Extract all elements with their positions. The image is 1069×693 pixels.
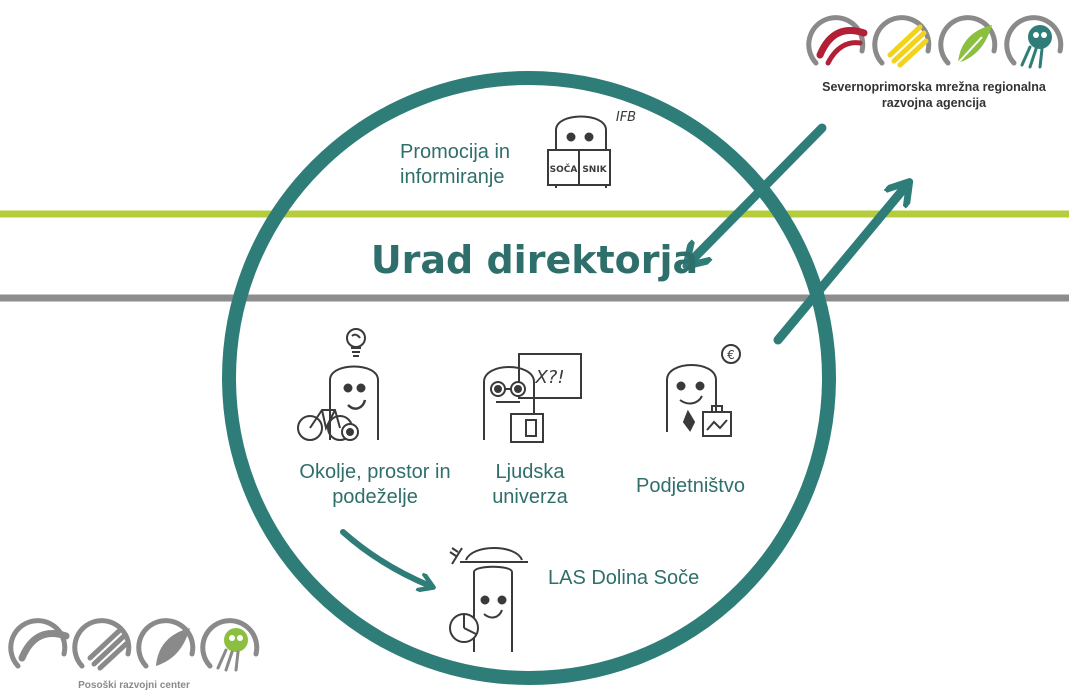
lightbulb-icon [346, 328, 366, 357]
unit-university-line2: univerza [492, 486, 568, 508]
mascot-reader-icon: SOČA SNIK IFB [547, 110, 636, 188]
top-organization-name: Severnoprimorska mrežna regionalna razvo… [800, 79, 1068, 112]
wheat-stalk [449, 547, 463, 565]
top-org-name-line1: Severnoprimorska mrežna regionalna [822, 80, 1046, 94]
yellow-stripes-icon [872, 15, 932, 68]
arrow-to-director [690, 123, 827, 262]
unit-promotion-line2: informiranje [400, 166, 505, 188]
bike-wheel-left [297, 415, 323, 441]
mascot-teacher-icon: X?! [483, 353, 582, 443]
unit-las-line1: LAS Dolina Soče [548, 567, 700, 589]
unit-environment-label: Okolje, prostor in podeželje [280, 460, 470, 510]
mascot-environment-icon [297, 328, 379, 441]
mascot-entrepreneur-icon: € [666, 344, 741, 437]
unit-environment-line2: podeželje [332, 486, 418, 508]
unit-promotion-line1: Promocija in [400, 141, 511, 163]
mascot-farmer-icon [449, 547, 528, 652]
unit-entrepreneurship-label: Podjetništvo [636, 474, 745, 499]
unit-las-label: LAS Dolina Soče [548, 566, 699, 591]
arrow-to-las [340, 529, 430, 586]
gray-stripes-icon [72, 618, 132, 671]
director-office-title: Urad direktorja [370, 238, 699, 282]
arrow-to-agency [773, 186, 906, 345]
unit-promotion-label: Promocija in informiranje [400, 140, 510, 190]
chalk-board [518, 353, 582, 399]
organization-circle [222, 71, 836, 685]
board-label: X?! [534, 367, 564, 388]
ifb-label: IFB [616, 110, 636, 125]
bottom-logo-group [8, 618, 260, 672]
unit-university-line1: Ljudska [495, 461, 565, 483]
gray-swoosh-icon [8, 618, 70, 669]
green-leaf-icon [938, 15, 998, 66]
red-swoosh-icon [806, 15, 868, 66]
unit-entrepreneurship-line1: Podjetništvo [636, 475, 745, 497]
euro-coin [721, 344, 741, 364]
bottom-organization-name: Posoški razvojni center [78, 680, 190, 691]
teal-octopus-icon [1004, 15, 1064, 69]
top-org-name-line2: razvojna agencija [881, 96, 987, 111]
euro-symbol: € [727, 348, 735, 362]
book-left-label: SOČA [550, 163, 578, 175]
book-right-label: SNIK [582, 165, 607, 175]
top-logo-group [806, 15, 1064, 69]
unit-environment-line1: Okolje, prostor in [299, 461, 451, 483]
gray-octopus-icon [200, 618, 260, 672]
gray-leaf-icon [136, 618, 196, 669]
unit-university-label: Ljudska univerza [470, 460, 590, 510]
